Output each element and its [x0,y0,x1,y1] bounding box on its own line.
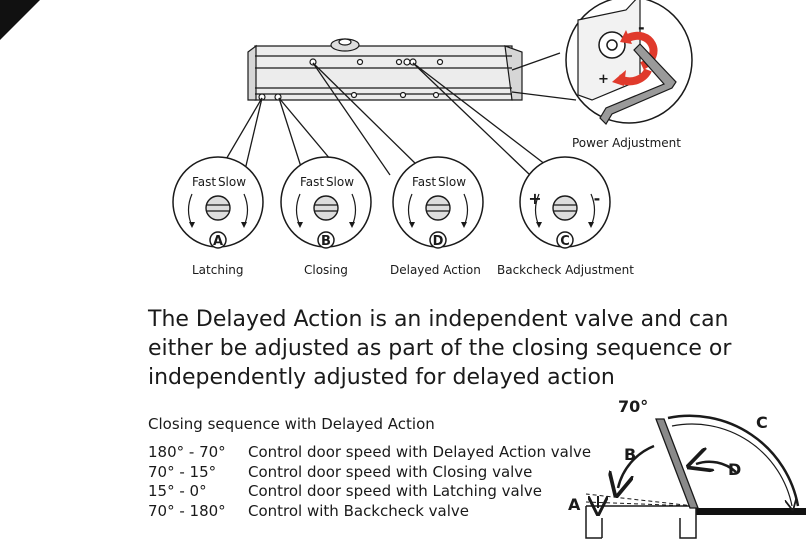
arc-c [667,414,800,507]
power-adjustment-label: Power Adjustment [572,136,681,150]
valve-d-name: Delayed Action [390,263,481,277]
power-minus-sign: - [638,18,645,37]
slow-label: Slow [438,175,466,189]
door-frame [585,505,697,539]
door-swing-diagram: 70° C B D A [568,397,806,539]
valve-letter: B [321,234,331,249]
sequence-row: 70° - 15° Control door speed with Closin… [148,463,591,483]
backcheck-plus-sign: + [528,189,541,208]
valve-c-name: Backcheck Adjustment [497,263,634,277]
closer-body [247,38,523,101]
valve-letter: C [560,234,570,249]
label-a: A [568,495,581,514]
arc-d [696,462,737,473]
screw-head-icon [552,195,578,221]
sequence-row: 15° - 0° Control door speed with Latchin… [148,482,591,502]
sequence-row: 180° - 70° Control door speed with Delay… [148,443,591,463]
valve-letter: A [213,234,223,249]
sequence-range: 15° - 0° [148,482,207,500]
slow-label: Slow [218,175,246,189]
sequence-action: Control with Backcheck valve [248,501,470,520]
valve-letter-badge [429,231,447,249]
power-adjustment-inset: - + [565,0,693,125]
valve-letter-badge [209,231,227,249]
sequence-range: 70° - 180° [148,501,226,520]
sequence-action: Control door speed with Closing valve [248,462,533,481]
fast-label: Fast [192,175,216,189]
power-plus-sign: + [598,72,609,87]
corner-step-badge [0,0,40,40]
label-b: B [624,445,636,464]
sequence-heading: Closing sequence with Delayed Action [148,415,435,433]
valve-letter-badge [317,231,335,249]
slow-label: Slow [326,175,354,189]
sequence-action: Control door speed with Delayed Action v… [248,443,592,461]
sequence-range: 180° - 70° [148,443,226,461]
angle-70-label: 70° [618,397,648,416]
valve-letter-badge [556,231,574,249]
fast-label: Fast [300,175,324,189]
closing-sequence-list: 180° - 70° Control door speed with Delay… [148,443,591,521]
valve-a-name: Latching [192,263,244,277]
backcheck-minus-sign: - [594,189,601,208]
valve-b-name: Closing [304,263,348,277]
door-leaf-70 [655,418,699,509]
valve-c: C + - [519,156,611,249]
sequence-row: 70° - 180° Control with Backcheck valve [148,502,591,522]
door-15-degree-position [585,493,695,507]
wall [696,508,806,515]
arc-b [618,444,655,488]
sequence-action: Control door speed with Latching valve [248,482,542,500]
label-c: C [756,413,768,432]
valve-letter: D [433,234,444,249]
sequence-range: 70° - 15° [148,462,217,481]
label-d: D [728,460,741,479]
closer-screws [258,58,444,101]
screw-head-icon [313,195,339,221]
screw-head-icon [205,195,231,221]
delayed-action-description: The Delayed Action is an independent val… [148,307,732,390]
fast-label: Fast [412,175,436,189]
arc-c-inner [671,423,792,506]
screw-head-icon [425,195,451,221]
